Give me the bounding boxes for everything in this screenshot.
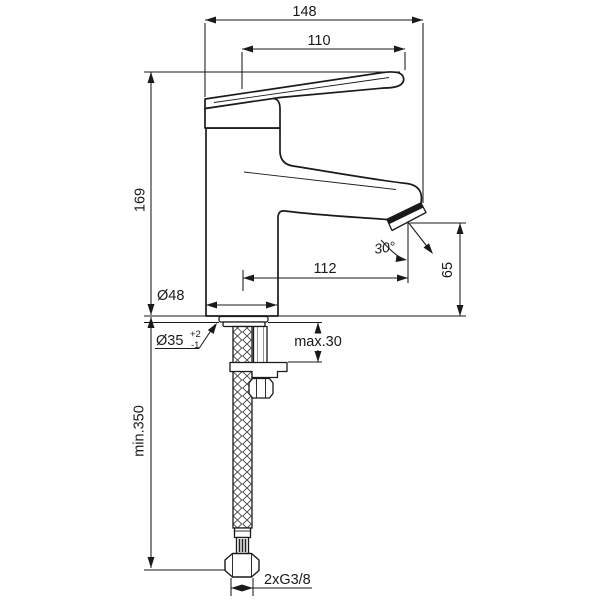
hose-end-nut xyxy=(224,552,260,578)
mounting-washer xyxy=(229,361,288,379)
braided-hose xyxy=(232,325,253,529)
dim-label-112: 112 xyxy=(313,261,336,277)
mounting-nut xyxy=(248,377,274,399)
dim-label-max30: max.30 xyxy=(294,334,342,350)
arrow-bottom xyxy=(147,304,155,315)
dim-label-d48: Ø48 xyxy=(157,288,184,304)
arrow-right xyxy=(412,16,423,24)
dim-label-148: 148 xyxy=(292,4,316,20)
dimension-diameter35: Ø35 +2 -1 xyxy=(155,323,217,351)
dim-label-d35-tol-plus: +2 xyxy=(190,329,201,340)
arrow-left xyxy=(205,16,216,24)
spout-highlight-line xyxy=(243,171,397,190)
arrow-top xyxy=(147,317,155,328)
arrow-left xyxy=(242,45,253,53)
base-plate-lower xyxy=(222,321,266,328)
dim-label-g38: 2xG3/8 xyxy=(264,572,311,588)
dim-label-30deg: 30° xyxy=(373,238,397,257)
arrow-bottom xyxy=(314,351,322,362)
angle-ray-arrow xyxy=(423,243,433,254)
dimension-148: 148 xyxy=(205,4,423,24)
arrow-bottom xyxy=(456,305,464,316)
arrow-top xyxy=(456,223,464,234)
dim-label-d35: Ø35 xyxy=(156,333,183,349)
arrow-top xyxy=(314,322,322,334)
arrow-bottom xyxy=(147,557,155,568)
dimension-110: 110 xyxy=(242,33,405,53)
faucet-artwork xyxy=(204,71,427,578)
arrow-top xyxy=(147,72,155,83)
extension-lines xyxy=(144,23,466,596)
dimension-max30: max.30 xyxy=(294,322,342,362)
dimension-169: 169 xyxy=(133,72,155,315)
arrow-right xyxy=(397,274,408,282)
dim-label-min350: min.350 xyxy=(132,405,148,457)
arrow-left xyxy=(231,584,242,592)
arrow-right xyxy=(266,301,277,309)
dim-label-169: 169 xyxy=(133,188,149,212)
dimension-65: 65 xyxy=(440,223,464,316)
faucet-body-and-spout xyxy=(205,127,423,317)
dimension-diameter48: Ø48 xyxy=(157,288,277,309)
dimension-angle30: 30° xyxy=(373,221,433,262)
dim-label-65: 65 xyxy=(440,262,456,278)
dim-label-d35-tol-minus: -1 xyxy=(191,340,199,351)
arrow-right xyxy=(242,584,253,592)
dimension-112: 112 xyxy=(243,261,408,282)
lever-handle xyxy=(204,71,405,110)
lever-highlight-line xyxy=(213,77,390,103)
dim-label-110: 110 xyxy=(307,33,330,49)
arrow-right xyxy=(394,45,405,53)
base-plate-upper xyxy=(218,315,269,323)
angle-arc-arrow xyxy=(395,255,407,262)
dimension-min350: min.350 xyxy=(132,317,155,568)
dimension-g38: 2xG3/8 xyxy=(231,572,312,592)
arrow-left xyxy=(243,274,254,282)
hose-crimp-ferrule xyxy=(233,527,252,539)
aerator-band xyxy=(387,203,424,224)
arrow-left xyxy=(206,301,217,309)
leader-arrow xyxy=(207,323,217,334)
